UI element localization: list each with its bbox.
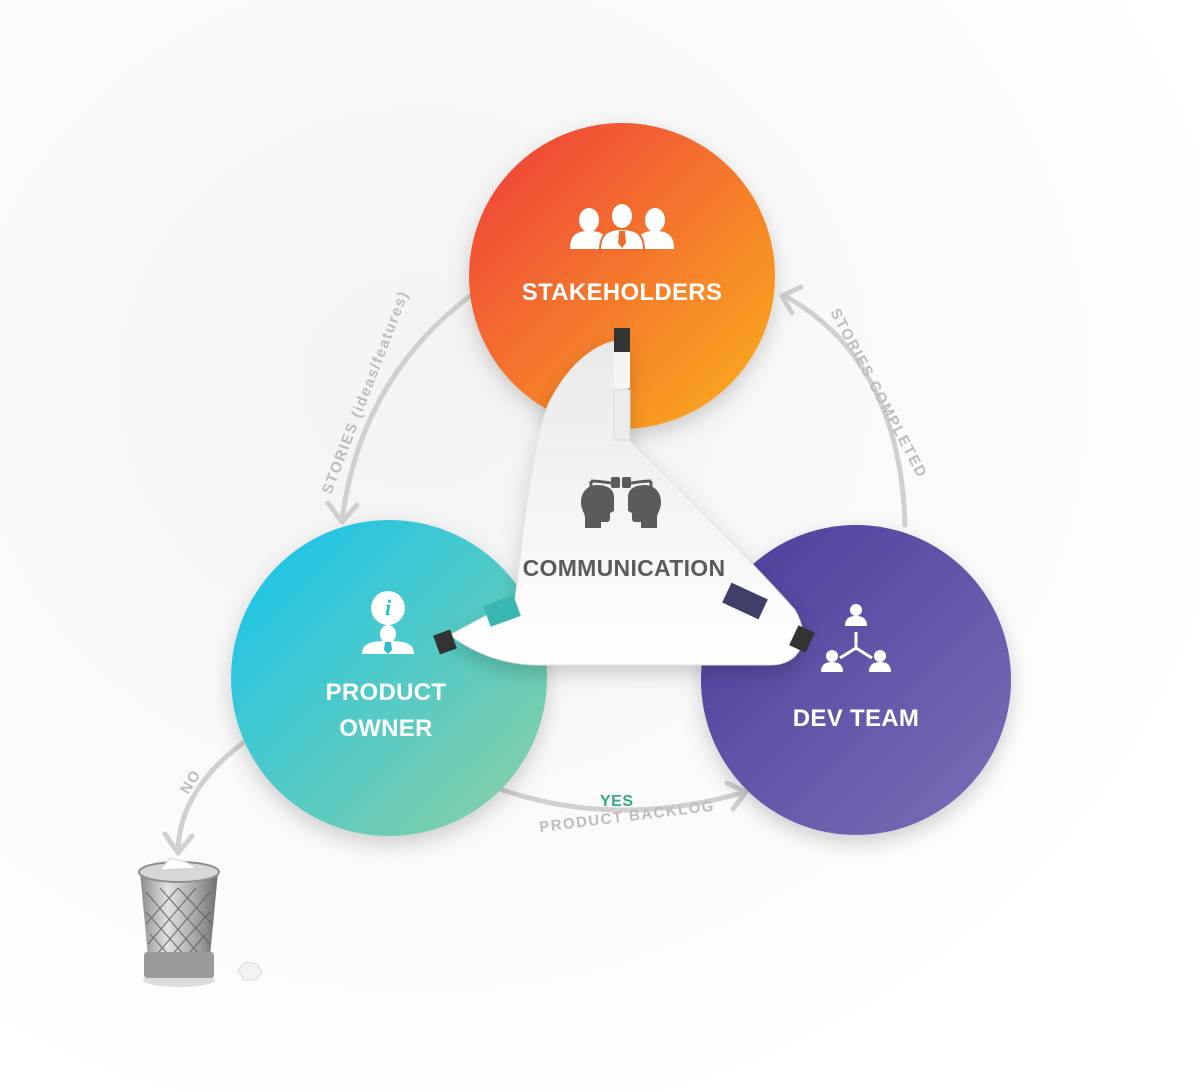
label-communication: COMMUNICATION [523, 555, 726, 581]
group-people-icon [570, 202, 674, 251]
arc-no [175, 740, 246, 853]
arc-stories-ideas [339, 293, 473, 523]
arrow-head-no [162, 831, 195, 856]
arrow-head-product-backlog [724, 780, 749, 812]
slit-right [789, 625, 815, 653]
two-heads-plug-icon [581, 477, 661, 528]
node-stakeholders [469, 123, 775, 429]
businessman-info-icon: i [362, 591, 414, 654]
flow-label-yes: YES [600, 793, 634, 810]
node-product-owner [231, 520, 547, 836]
slit-left [433, 629, 457, 655]
arrow-head-stories-completed [779, 284, 804, 316]
paper-slits [433, 328, 815, 655]
label-dev-team: DEV TEAM [793, 705, 919, 732]
arc-stories-completed [782, 293, 908, 528]
arrow-head-stories-ideas [325, 500, 360, 525]
label-product-owner-line1: PRODUCT [326, 679, 447, 706]
crumpled-paper-icon [237, 961, 263, 981]
slit-left-tab [483, 595, 521, 627]
label-product-owner-line2: OWNER [339, 715, 433, 742]
trash-can-icon [138, 857, 220, 987]
slit-top-fold [614, 352, 630, 388]
slit-right-tab [722, 582, 768, 620]
circle-stakeholders [469, 123, 775, 429]
circle-product-owner [231, 520, 547, 836]
svg-text:i: i [385, 595, 392, 620]
slit-top-tab [613, 389, 631, 441]
label-stakeholders: STAKEHOLDERS [522, 279, 723, 306]
slit-top [614, 328, 630, 352]
arc-product-backlog [494, 785, 748, 813]
team-hierarchy-icon [821, 604, 891, 672]
